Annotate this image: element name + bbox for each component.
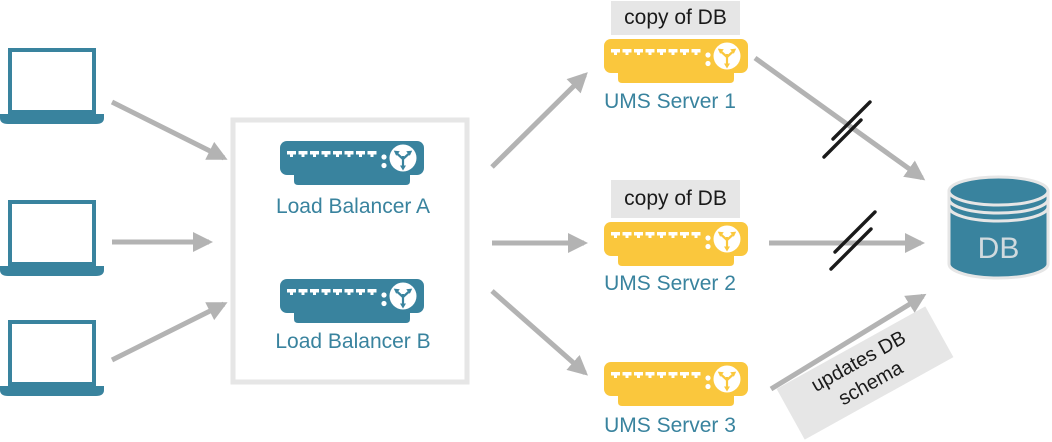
database-cylinder-icon (947, 175, 1050, 280)
broken-link-slash (831, 100, 872, 141)
arrow-ums3-to-db (769, 293, 927, 392)
broken-link-slash (829, 227, 873, 271)
ums-server-1-label: UMS Server 1 (604, 90, 736, 113)
ums-server-1-icon (604, 39, 748, 85)
arrow-ums1-to-ums3 (490, 289, 589, 376)
ums-server-2-label: UMS Server 2 (604, 272, 736, 295)
laptop-icon (0, 320, 104, 396)
laptop-icon (0, 200, 104, 276)
database-label: DB (977, 232, 1020, 265)
load-balancer-b-server-icon (280, 279, 424, 325)
ums-server-3-label: UMS Server 3 (604, 414, 736, 437)
load-balancer-a-server-icon (280, 141, 424, 187)
arrow-load-balancers-to-ums1 (490, 72, 588, 169)
ums-server-3-icon (604, 362, 748, 408)
broken-link-slash (833, 210, 877, 254)
laptop-icon (0, 48, 104, 124)
broken-link-slash (822, 118, 863, 159)
load-balancer-b-label: Load Balancer B (275, 330, 431, 353)
arrow-ums1-to-db-broken (753, 55, 926, 181)
arrow-client3-to-load-balancers (110, 301, 228, 363)
load-balancer-a-label: Load Balancer A (275, 195, 431, 218)
arrow-client1-to-load-balancers (110, 99, 228, 161)
ums2-copy-of-db-badge: copy of DB (611, 180, 740, 218)
ums-server-2-icon (604, 222, 748, 268)
ums1-copy-of-db-badge: copy of DB (611, 1, 740, 35)
